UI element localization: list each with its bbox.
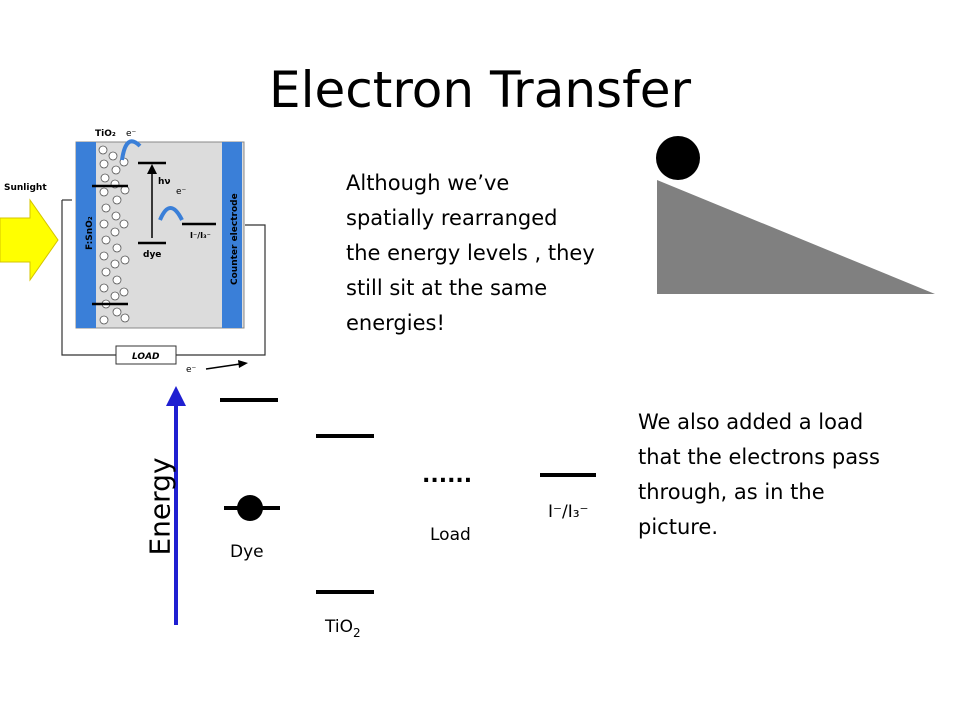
electron-regeneration-arrow-icon <box>158 206 184 221</box>
counter-electrode <box>222 142 242 328</box>
cell-hv-label: hν <box>158 177 171 187</box>
electron-injection-arrow-icon <box>120 139 142 161</box>
load-box-label: LOAD <box>132 352 160 362</box>
load-box <box>115 345 177 365</box>
energy-axis-label: Energy <box>143 457 177 556</box>
electron-ball-icon <box>237 495 263 521</box>
cell-body <box>75 141 245 329</box>
fto-label: F:SnO₂ <box>85 216 95 250</box>
ball-icon <box>656 136 700 180</box>
cell-tio2-label: TiO₂ <box>95 129 116 139</box>
ball-on-slope <box>656 136 935 294</box>
counter-electrode-label: Counter electrode <box>230 193 240 285</box>
dye-label: Dye <box>230 542 264 562</box>
cell-electron-mid: e⁻ <box>176 187 187 197</box>
cell-dye-label: dye <box>143 250 161 260</box>
slope-triangle <box>657 180 935 294</box>
fto-electrode <box>76 142 96 328</box>
explanation-text-2: We also added a load that the electrons … <box>638 410 880 539</box>
tio2-particles <box>98 145 130 325</box>
cell-electron-bottom: e⁻ <box>186 365 197 375</box>
tio2-label-main: TiO <box>324 617 353 637</box>
slide-title: Electron Transfer <box>268 61 692 119</box>
sunlight-arrow-icon <box>0 198 59 282</box>
cell-electron-top: e⁻ <box>126 129 137 139</box>
electron-flow-arrow-head-icon <box>238 360 248 368</box>
explanation-text-1: Although we’ve spatially rearranged the … <box>346 171 595 335</box>
redox-label: I⁻/I₃⁻ <box>548 502 589 522</box>
tio2-label-sub: 2 <box>353 626 361 640</box>
tio2-label: TiO2 <box>324 617 361 640</box>
hv-arrow-head-icon <box>147 164 157 174</box>
dssc-schematic: Sunlight F:SnO₂ Counter electrode TiO₂ e… <box>0 129 266 375</box>
sunlight-label: Sunlight <box>4 183 47 193</box>
circuit-wire <box>61 200 266 356</box>
energy-axis-arrow-head-icon <box>166 386 186 406</box>
cell-redox-label: I⁻/I₃⁻ <box>190 231 211 240</box>
load-label: Load <box>430 525 471 545</box>
load-dots: ...... <box>422 463 472 488</box>
energy-level-diagram: ...... Dye Load TiO2 I⁻/I₃⁻ <box>166 386 596 640</box>
electron-flow-arrow <box>205 363 241 370</box>
